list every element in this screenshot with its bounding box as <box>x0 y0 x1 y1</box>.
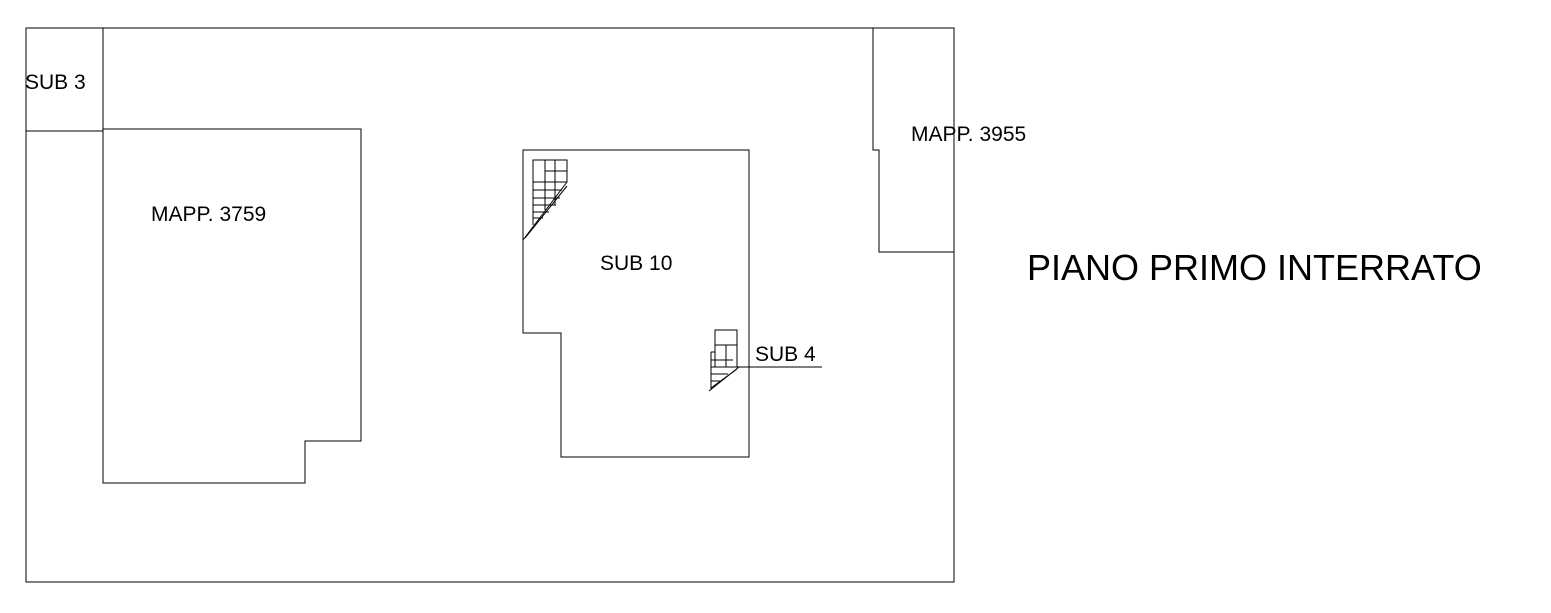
staircase-upper <box>522 159 568 241</box>
sub-3-parcel <box>26 28 104 132</box>
mapp-3759-parcel <box>102 128 362 484</box>
sub-10-unit <box>522 149 750 458</box>
sub-3-label: SUB 3 <box>25 71 86 94</box>
staircase-lower <box>708 329 740 392</box>
sub-10-label: SUB 10 <box>600 252 672 275</box>
mapp-3955-parcel <box>872 28 954 253</box>
floor-title: PIANO PRIMO INTERRATO <box>1027 247 1482 288</box>
mapp-3759-label: MAPP. 3759 <box>151 203 266 226</box>
mapp-3955-label: MAPP. 3955 <box>911 123 1026 146</box>
sub-4-label: SUB 4 <box>755 343 816 366</box>
outer-boundary <box>25 27 955 583</box>
